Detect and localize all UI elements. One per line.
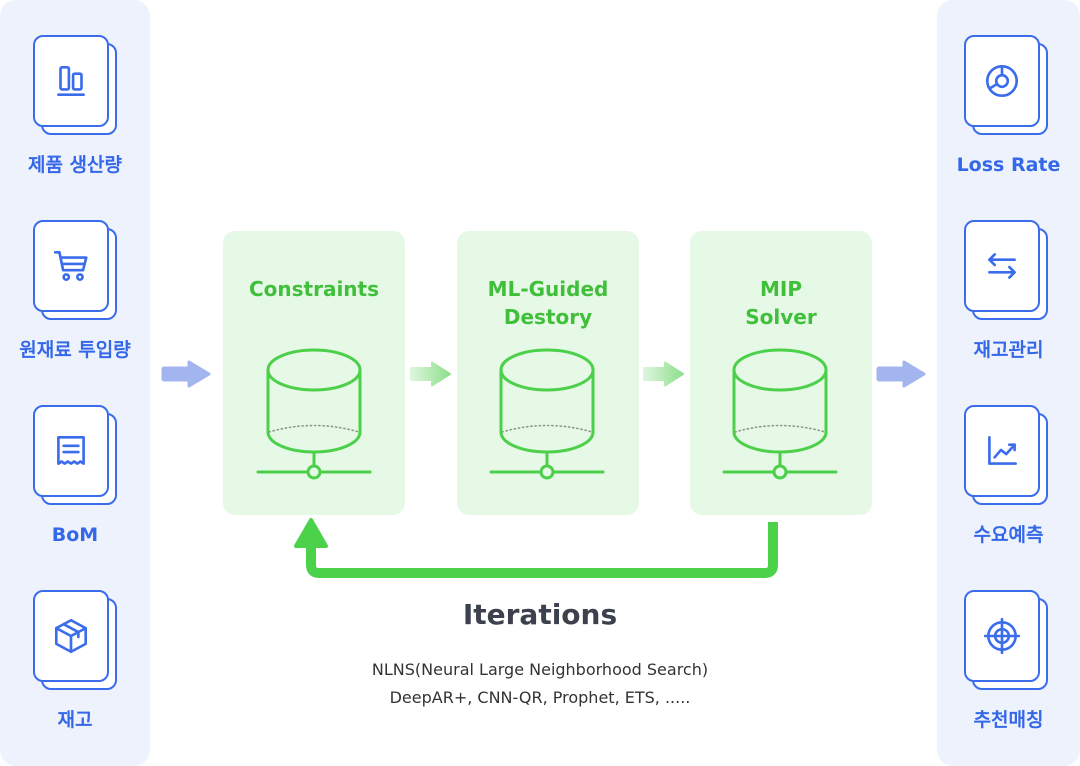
output-label: Loss Rate bbox=[956, 154, 1061, 176]
icon-card bbox=[964, 220, 1040, 312]
stage-mip-solver: MIP Solver bbox=[690, 231, 872, 515]
icon-card bbox=[964, 590, 1040, 682]
shopping-cart-icon bbox=[53, 251, 88, 281]
input-label: BoM bbox=[51, 524, 99, 546]
stage-title-line: Destory bbox=[503, 305, 593, 329]
iterations-line: DeepAR+, CNN-QR, Prophet, ETS, ..... bbox=[389, 688, 691, 707]
icon-card bbox=[964, 405, 1040, 497]
stage-title-line: Solver bbox=[745, 305, 817, 329]
output-panel: Loss Rate 재고관리 수요예측 bbox=[937, 0, 1080, 766]
icon-card-stack bbox=[33, 35, 119, 137]
output-item: Loss Rate bbox=[937, 0, 1080, 185]
output-item: 재고관리 bbox=[937, 185, 1080, 370]
stage-constraints: Constraints bbox=[223, 231, 405, 515]
output-item: 추천매칭 bbox=[937, 555, 1080, 740]
icon-card-stack bbox=[33, 590, 119, 692]
stage-title: ML-Guided Destory bbox=[457, 275, 639, 331]
iterations-title: Iterations bbox=[462, 598, 618, 631]
icon-card-stack bbox=[964, 220, 1050, 322]
iteration-loop-arrow bbox=[294, 518, 778, 578]
swap-arrows-icon bbox=[988, 253, 1016, 279]
stage-title-line: MIP bbox=[759, 277, 802, 301]
icon-card bbox=[33, 590, 109, 682]
output-item: 수요예측 bbox=[937, 370, 1080, 555]
stage-ml-guided-destory: ML-Guided Destory bbox=[457, 231, 639, 515]
icon-card-stack bbox=[33, 220, 119, 322]
icon-card-stack bbox=[964, 405, 1050, 507]
input-panel: 제품 생산량 원재료 투입량 bbox=[0, 0, 150, 766]
bar-chart-icon bbox=[57, 66, 85, 96]
input-label: 제품 생산량 bbox=[27, 154, 122, 176]
icon-card-stack bbox=[33, 405, 119, 507]
database-icon bbox=[489, 348, 605, 480]
icon-card-stack bbox=[964, 590, 1050, 692]
trend-chart-icon bbox=[988, 436, 1017, 465]
output-flow-arrow bbox=[876, 360, 926, 388]
stage-title-line: ML-Guided bbox=[487, 277, 609, 301]
input-item: 제품 생산량 bbox=[0, 0, 150, 185]
input-item: BoM bbox=[0, 370, 150, 555]
icon-card bbox=[33, 220, 109, 312]
stage-title: Constraints bbox=[223, 275, 405, 303]
package-icon bbox=[54, 618, 88, 654]
stage-arrow bbox=[643, 361, 684, 387]
input-flow-arrow bbox=[161, 360, 211, 388]
icon-card bbox=[964, 35, 1040, 127]
icon-card bbox=[33, 35, 109, 127]
database-icon bbox=[722, 348, 838, 480]
input-label: 재고 bbox=[57, 709, 93, 731]
pie-chart-icon bbox=[985, 64, 1019, 98]
icon-card-stack bbox=[964, 35, 1050, 137]
input-label: 원재료 투입량 bbox=[19, 339, 131, 361]
target-icon bbox=[983, 617, 1021, 655]
stage-title-line: Constraints bbox=[248, 277, 380, 301]
output-label: 수요예측 bbox=[973, 524, 1044, 546]
output-label: 추천매칭 bbox=[973, 709, 1044, 731]
input-item: 원재료 투입량 bbox=[0, 185, 150, 370]
receipt-icon bbox=[57, 436, 85, 465]
iterations-description: NLNS(Neural Large Neighborhood Search) D… bbox=[240, 656, 840, 712]
stage-arrow bbox=[410, 361, 451, 387]
output-label: 재고관리 bbox=[973, 339, 1044, 361]
stage-title: MIP Solver bbox=[690, 275, 872, 331]
database-icon bbox=[256, 348, 372, 480]
icon-card bbox=[33, 405, 109, 497]
iterations-line: NLNS(Neural Large Neighborhood Search) bbox=[371, 660, 709, 679]
input-item: 재고 bbox=[0, 555, 150, 740]
